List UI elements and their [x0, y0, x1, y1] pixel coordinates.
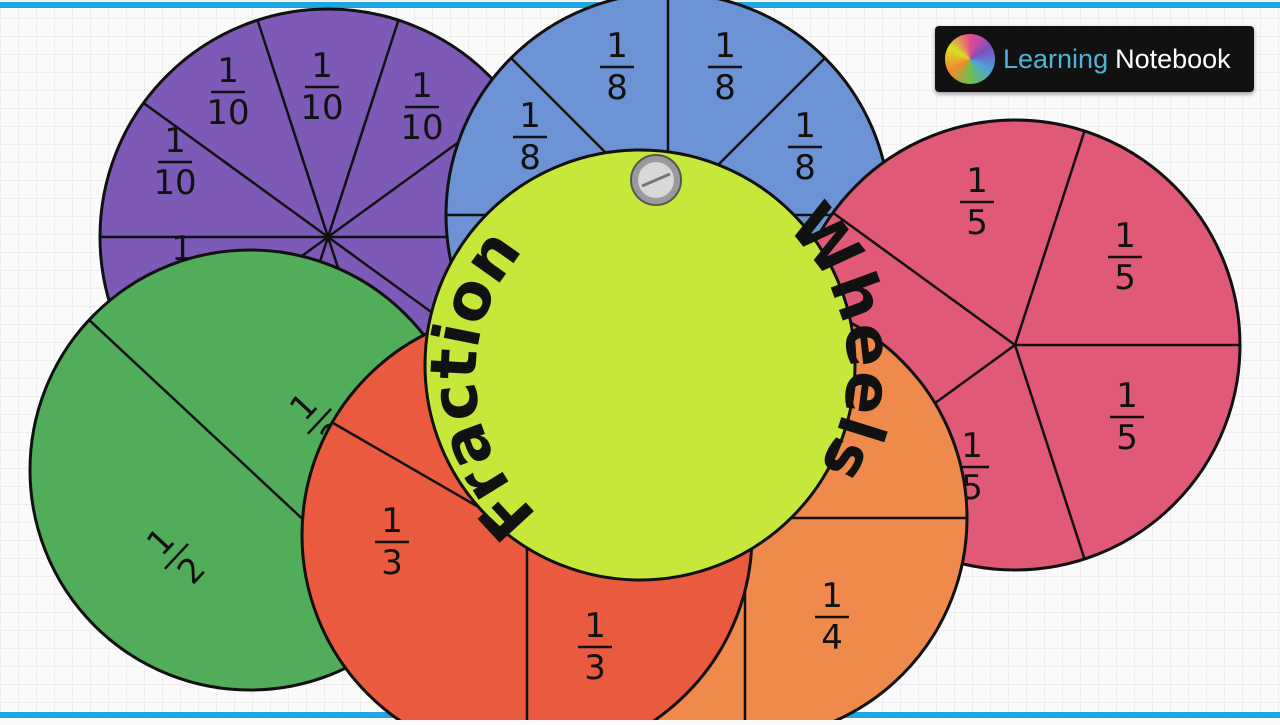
fraction-bar	[306, 408, 332, 435]
numerator: 1	[1116, 376, 1138, 416]
sector-divider	[832, 211, 1016, 347]
denominator: 8	[519, 138, 541, 178]
denominator: 3	[381, 543, 403, 583]
fraction-label: 15	[1108, 216, 1142, 298]
numerator: 1	[821, 576, 843, 616]
fraction-label: 18	[600, 26, 634, 108]
numerator: 1	[961, 426, 983, 466]
numerator: 1	[584, 606, 606, 646]
fraction-label: 15	[1110, 376, 1144, 458]
fraction-label: 110	[400, 66, 443, 148]
numerator: 1	[606, 26, 628, 66]
denominator: 10	[206, 93, 249, 133]
logo-word-notebook: Notebook	[1115, 43, 1231, 74]
numerator: 1	[411, 66, 433, 106]
flower-logo-icon	[945, 34, 995, 84]
fraction-label: 110	[206, 51, 249, 133]
logo-word-learning: Learning	[1003, 43, 1109, 74]
fraction-label: 14	[815, 576, 849, 658]
denominator: 5	[1114, 258, 1136, 298]
fraction-label: 13	[578, 606, 612, 688]
numerator: 1	[164, 121, 186, 161]
denominator: 8	[714, 68, 736, 108]
denominator: 3	[584, 648, 606, 688]
learning-notebook-logo: Learning Notebook	[935, 26, 1254, 92]
numerator: 1	[794, 106, 816, 146]
fraction-label: 18	[708, 26, 742, 108]
denominator: 4	[821, 618, 843, 658]
fraction-bar	[163, 543, 189, 570]
denominator: 10	[400, 108, 443, 148]
numerator: 1	[1114, 216, 1136, 256]
denominator: 8	[794, 148, 816, 188]
numerator: 1	[217, 51, 239, 91]
numerator: 1	[381, 501, 403, 541]
fraction-label: 18	[513, 96, 547, 178]
numerator: 1	[714, 26, 736, 66]
numerator: 1	[311, 46, 333, 86]
fraction-label: 18	[788, 106, 822, 188]
sector-divider	[142, 101, 329, 239]
numerator: 1	[966, 161, 988, 201]
pin-icon	[630, 154, 682, 206]
sector-divider	[256, 19, 330, 238]
sector-divider	[1013, 130, 1086, 346]
denominator: 10	[153, 163, 196, 203]
fraction-label: 13	[375, 501, 409, 583]
denominator: 10	[300, 88, 343, 128]
fraction-label: 110	[300, 46, 343, 128]
denominator: 5	[966, 203, 988, 243]
denominator: 8	[606, 68, 628, 108]
wheel-center	[423, 148, 857, 582]
sector-divider	[326, 19, 400, 238]
numerator: 1	[519, 96, 541, 136]
sector-divider	[88, 319, 251, 471]
sector-divider	[1013, 344, 1086, 560]
denominator: 5	[1116, 418, 1138, 458]
wheel-disc	[423, 148, 857, 582]
fraction-label: 15	[960, 161, 994, 243]
fraction-label: 110	[153, 121, 196, 203]
